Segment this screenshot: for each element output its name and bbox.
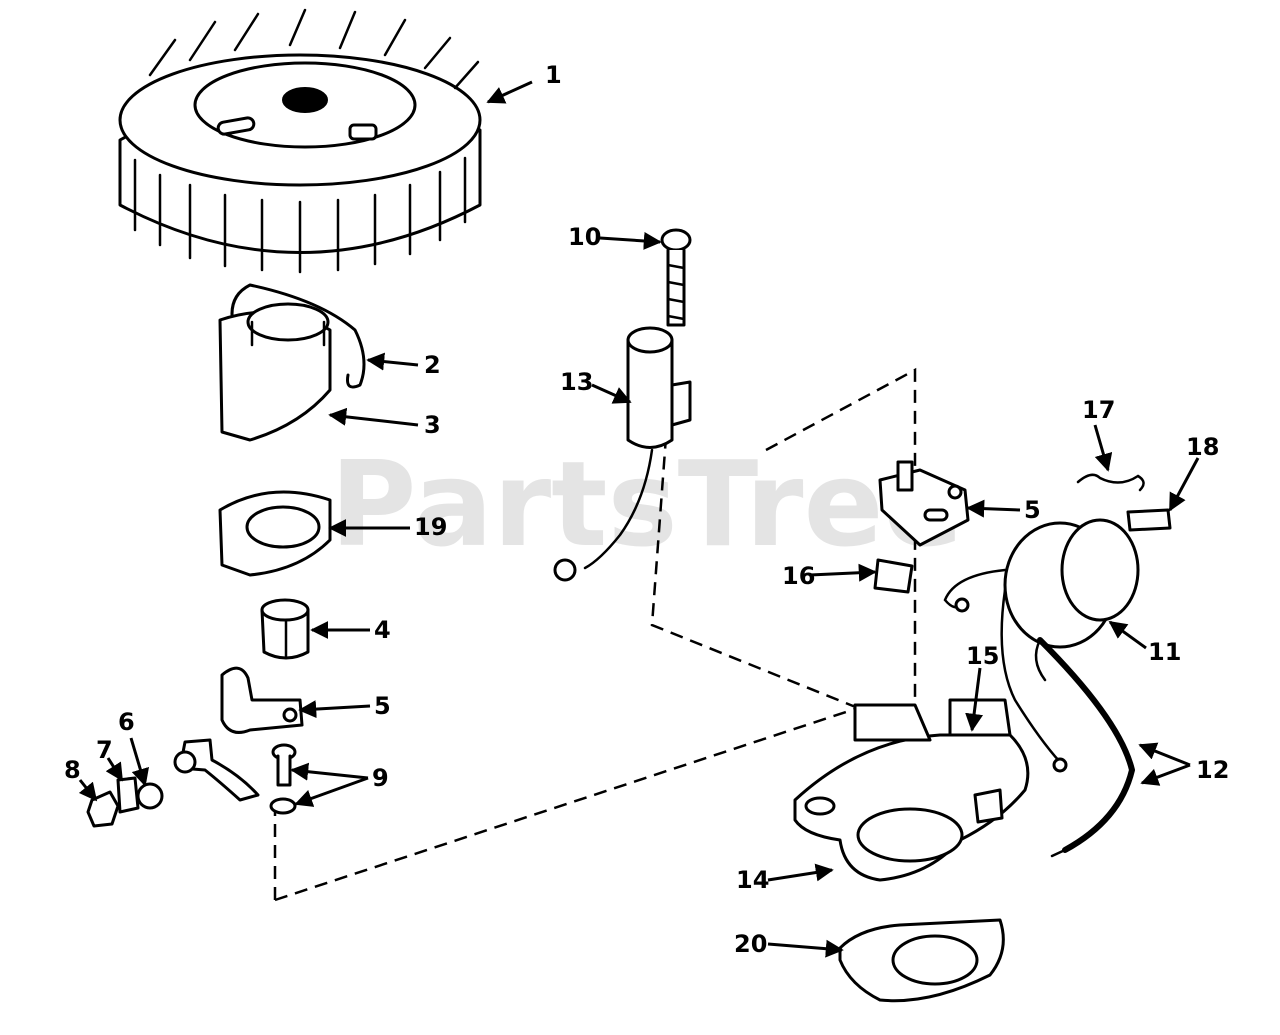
callout-17: 17 — [1082, 396, 1115, 424]
callout-18: 18 — [1186, 433, 1219, 461]
callout-5-right: 5 — [1024, 496, 1041, 524]
bushing-part — [260, 598, 310, 660]
armature-bracket-part — [793, 698, 1030, 882]
callout-labels: 1 2 3 19 4 5 6 7 8 9 10 13 5 16 17 18 11… — [64, 61, 1229, 958]
callout-2: 2 — [424, 351, 441, 379]
block-part-18 — [1126, 508, 1172, 532]
screw-washer-part-9 — [269, 743, 297, 815]
flywheel-part — [118, 8, 482, 274]
breaker-arm-part-left — [173, 666, 304, 802]
washer-part-6 — [136, 782, 164, 810]
gasket-part-20 — [838, 918, 1005, 1003]
callout-14: 14 — [736, 866, 769, 894]
callout-1: 1 — [545, 61, 562, 89]
spring-wire-part-17 — [1076, 473, 1145, 492]
callout-4: 4 — [374, 616, 391, 644]
callout-6: 6 — [118, 708, 135, 736]
callout-12: 12 — [1196, 756, 1229, 784]
leader-arrows — [78, 80, 1200, 958]
cam-cover-part — [218, 302, 332, 442]
callout-10: 10 — [568, 223, 601, 251]
callout-13: 13 — [560, 368, 593, 396]
gasket-part — [218, 490, 332, 577]
callout-8: 8 — [64, 756, 81, 784]
callout-11: 11 — [1148, 638, 1181, 666]
dashed-alignment-lines — [273, 367, 917, 902]
coil-leads-part — [1000, 588, 1135, 858]
terminal-part-7 — [116, 776, 140, 814]
breaker-plate-part-right — [878, 460, 970, 547]
callout-15: 15 — [966, 642, 999, 670]
callout-3: 3 — [424, 411, 441, 439]
screw-part-10 — [660, 228, 692, 327]
callout-16: 16 — [782, 562, 815, 590]
callout-9: 9 — [372, 764, 389, 792]
condenser-part — [553, 326, 692, 582]
callout-19: 19 — [414, 513, 447, 541]
coil-part — [943, 518, 1140, 682]
watermark-text: PartsTree — [330, 435, 964, 573]
callout-20: 20 — [734, 930, 767, 958]
clip-part-16 — [873, 558, 914, 594]
callout-5-left: 5 — [374, 692, 391, 720]
spring-clip-part — [230, 283, 366, 389]
callout-7: 7 — [96, 736, 113, 764]
